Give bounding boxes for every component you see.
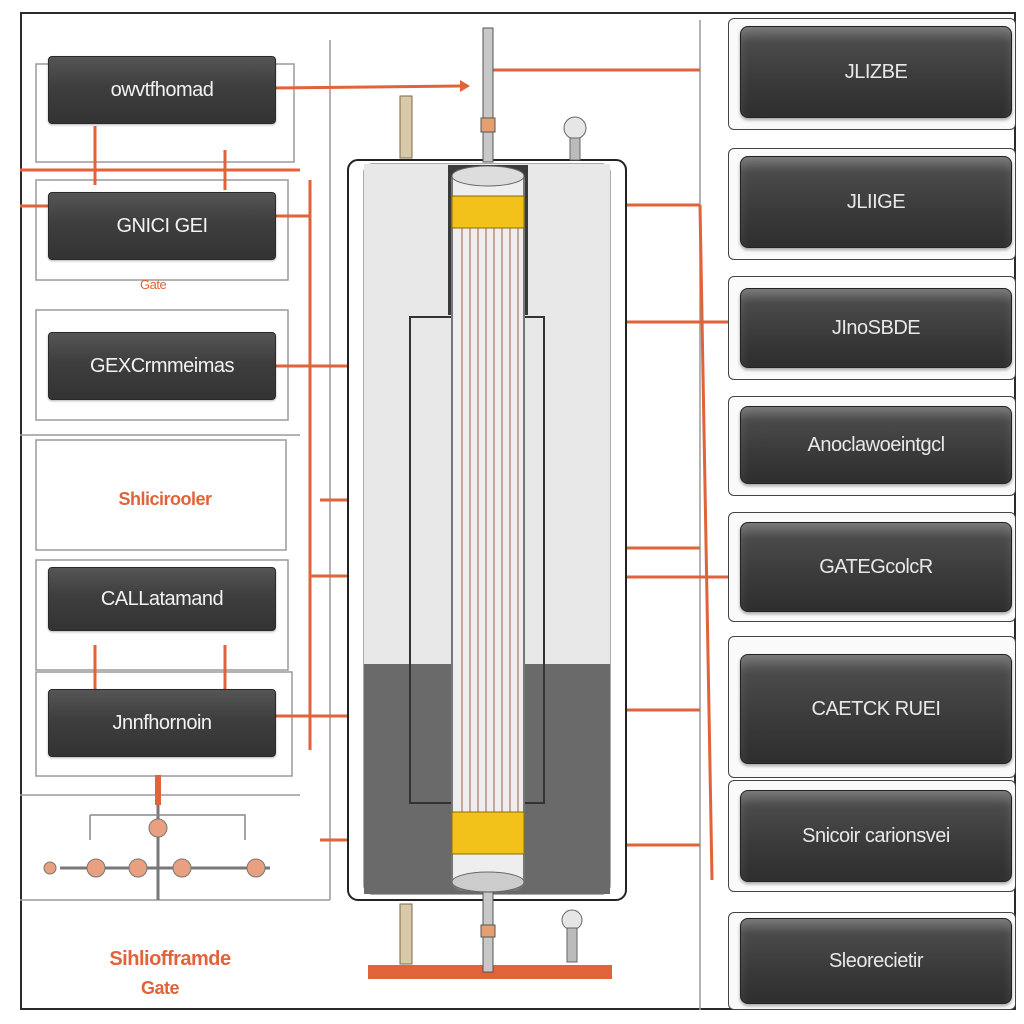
right-box-5: GATEGcolcR xyxy=(740,522,1012,612)
bottom-title: Sihliofframde xyxy=(109,948,231,970)
left-frame-6 xyxy=(35,671,293,777)
gate-small-label: Gate xyxy=(140,277,167,292)
connector-bead-icon xyxy=(43,818,266,878)
left-frame-5 xyxy=(35,559,289,671)
right-box-8: Sleorecietir xyxy=(740,918,1012,1004)
bolt-terminal-icon xyxy=(399,95,587,965)
right-box-2: JLIIGE xyxy=(740,156,1012,248)
sub-label: Shlicirooler xyxy=(118,489,212,509)
right-box-4: Anoclawoeintgcl xyxy=(740,406,1012,484)
right-box-7: Snicoir carionsvei xyxy=(740,790,1012,882)
outer-frame xyxy=(20,12,1016,1010)
left-box-3: GEXCrmmeimas xyxy=(48,332,276,400)
left-box-4: CALLatamand xyxy=(48,567,276,631)
bottom-subtitle: Gate xyxy=(140,978,180,998)
left-box-2: GNICI GEI xyxy=(48,192,276,260)
right-box-1: JLIZBE xyxy=(740,26,1012,118)
left-frame-2 xyxy=(35,179,289,281)
vacuum-tube-icon xyxy=(347,27,627,973)
right-box-6: CAETCK RUEI xyxy=(740,654,1012,764)
left-box-1: owvtfhomad xyxy=(48,56,276,124)
left-frame-4 xyxy=(35,439,287,551)
right-box-3: JInoSBDE xyxy=(740,288,1012,368)
left-box-5: Jnnfhornoin xyxy=(48,689,276,757)
